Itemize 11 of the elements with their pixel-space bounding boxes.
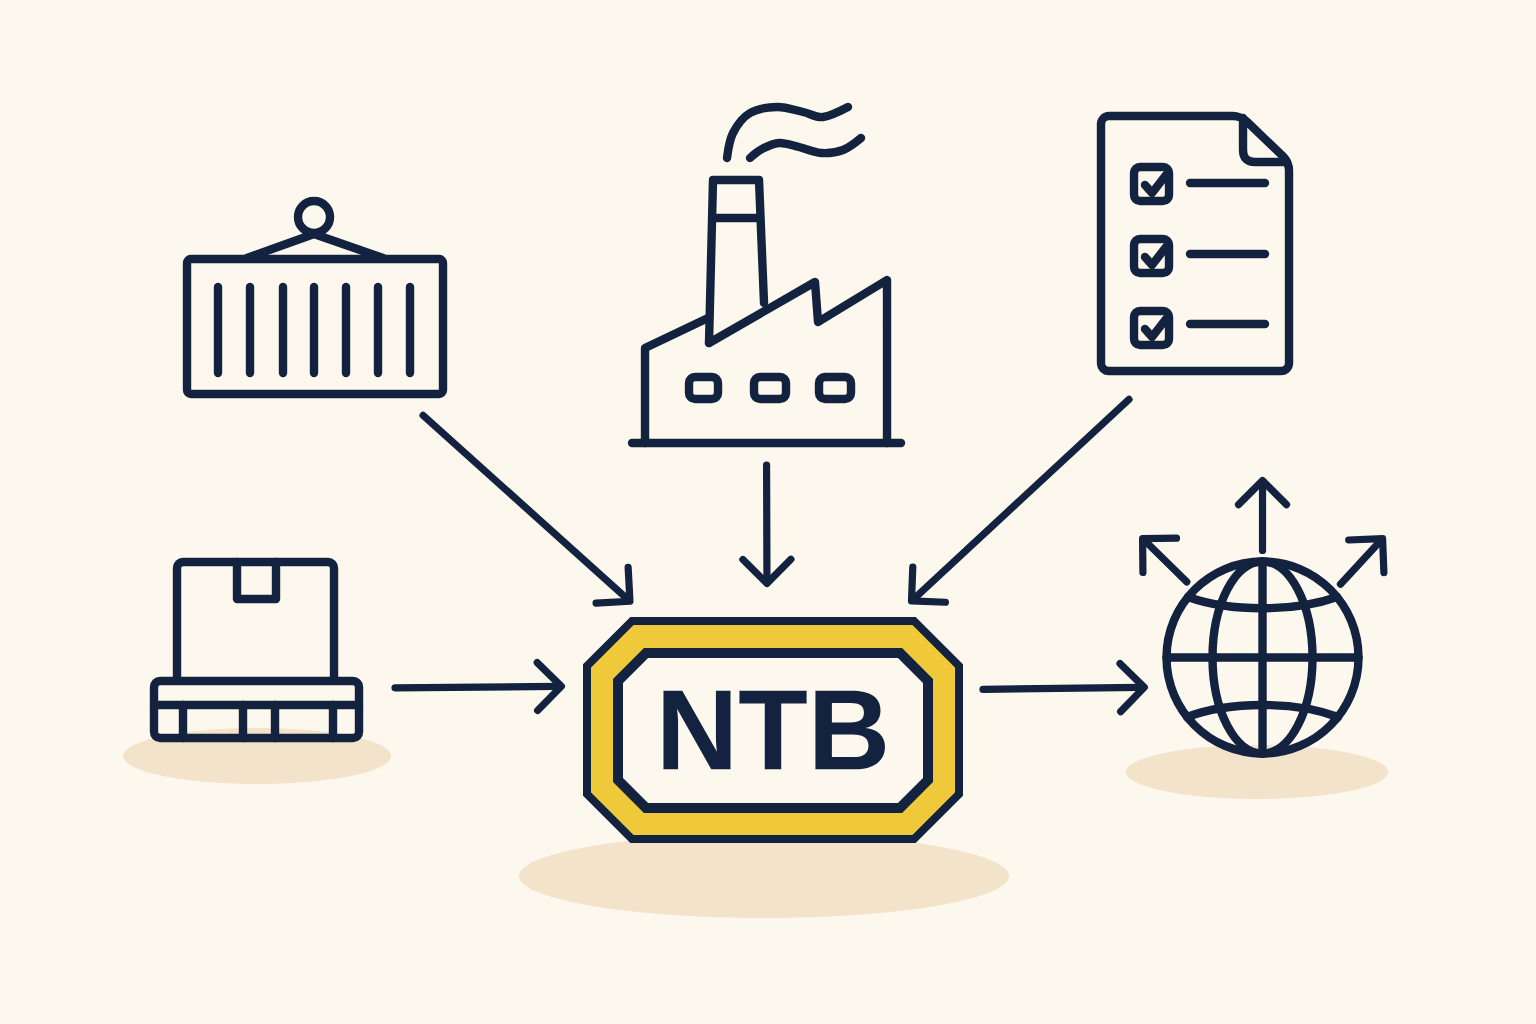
arrow — [979, 660, 1148, 716]
arrow — [907, 395, 1133, 606]
arrow — [391, 658, 565, 715]
arrow — [419, 411, 634, 607]
checklist-document — [1096, 111, 1294, 376]
shipping-container — [182, 196, 448, 399]
arrow — [739, 461, 795, 587]
factory — [627, 102, 906, 448]
box-on-pallet — [149, 557, 364, 743]
octagon-badge: NTB — [583, 617, 963, 843]
globe — [1162, 557, 1363, 758]
